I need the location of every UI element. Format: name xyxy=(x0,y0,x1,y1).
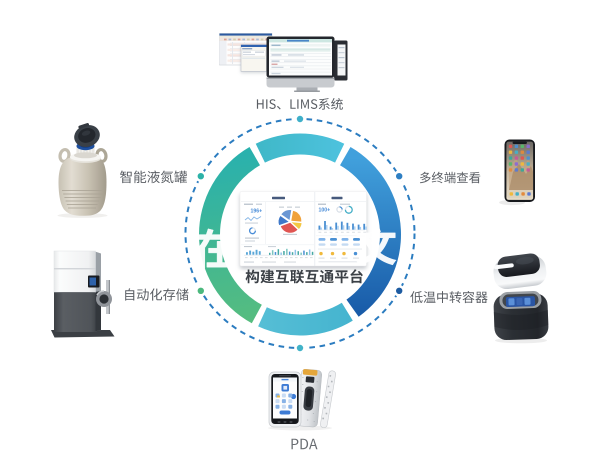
svg-text:196+: 196+ xyxy=(251,209,263,215)
svg-text:100+: 100+ xyxy=(319,208,331,214)
